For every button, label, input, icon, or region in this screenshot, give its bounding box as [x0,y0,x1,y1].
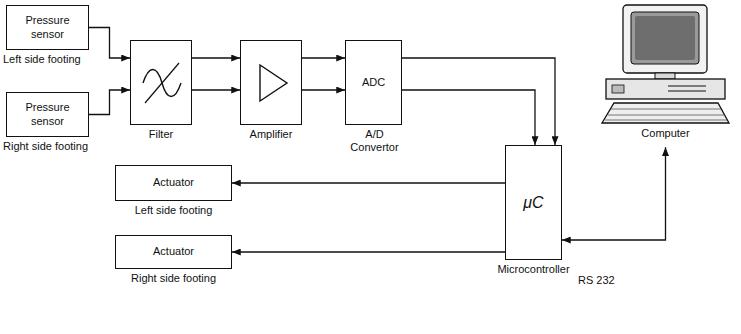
amplifier-symbol [241,41,301,124]
node-caption: Filter [149,128,173,141]
box-label: ADC [359,76,388,89]
filter-box: Filter [130,40,192,125]
signal-connector [232,251,505,252]
signal-connector [192,89,240,90]
signal-connector [232,182,505,183]
node-caption: Right side footing [3,140,88,153]
node-caption: A/D Convertor [342,128,407,154]
signal-connector [402,90,535,145]
node-caption: Amplifier [250,128,293,141]
signal-connector [302,89,345,90]
port-label: RS 232 [576,274,617,286]
box-label: Actuator [150,176,197,189]
node-caption: Microcontroller [497,263,569,276]
signal-connector [402,58,555,145]
node-caption: Left side footing [3,53,81,66]
actuator-box: ActuatorRight side footing [115,235,232,269]
signal-connector [89,28,130,59]
box-label: μC [520,193,546,212]
node-caption: Right side footing [131,272,216,285]
microcontroller-box: μCMicrocontroller [505,145,562,260]
adc-box: ADCA/D Convertor [345,40,402,125]
signal-connector [562,147,666,240]
signal-connector [89,90,130,115]
actuator-box: ActuatorLeft side footing [115,165,232,201]
filter-symbol [131,41,191,124]
sensor-box: Pressure sensorRight side footing [6,92,89,137]
box-label: Pressure sensor [7,101,88,127]
signal-connector [302,57,345,58]
amplifier-box: Amplifier [240,40,302,125]
computer-illustration [598,2,733,127]
node-caption: Computer [598,127,733,147]
node-caption: Left side footing [135,204,213,217]
signal-connector [192,57,240,58]
box-label: Pressure sensor [7,14,88,40]
computer-node: Computer [598,2,733,147]
box-label: Actuator [150,245,197,258]
sensor-box: Pressure sensorLeft side footing [6,5,89,50]
